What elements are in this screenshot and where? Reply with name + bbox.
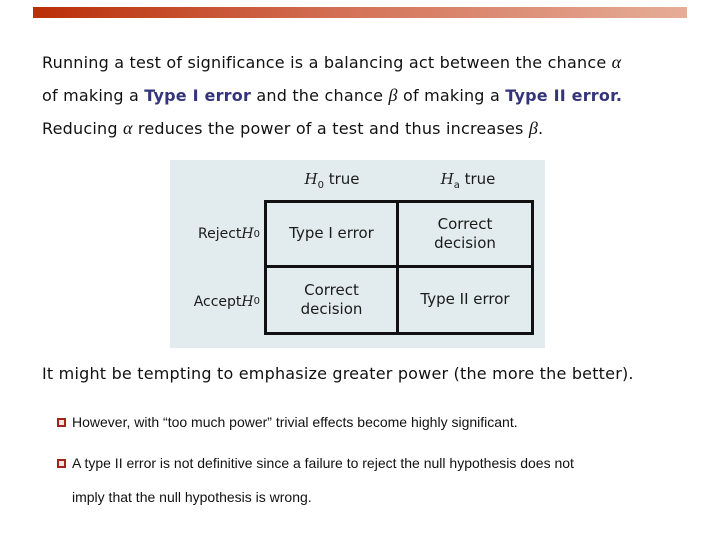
accent-bar bbox=[33, 7, 687, 18]
intro-line2-text-c: of making a bbox=[397, 86, 506, 105]
h0-symbol: H bbox=[241, 293, 254, 310]
beta-symbol: β bbox=[528, 118, 539, 138]
intro-line2-text-b: and the chance bbox=[251, 86, 389, 105]
bullet-text: A type II error is not definitive since … bbox=[72, 455, 574, 505]
bullet-item: A type II error is not definitive since … bbox=[57, 446, 577, 514]
decision-grid: Type I error Correct decision Correct de… bbox=[264, 200, 534, 335]
square-bullet-icon bbox=[57, 459, 66, 468]
beta-symbol: β bbox=[388, 85, 398, 105]
intro-line3-text-a: Reducing bbox=[42, 119, 123, 138]
ha-subscript: a bbox=[453, 180, 460, 191]
h0-subscript: 0 bbox=[253, 296, 260, 307]
bullet-list: However, with “too much power” trivial e… bbox=[57, 405, 657, 521]
alpha-symbol: α bbox=[122, 118, 133, 138]
square-bullet-icon bbox=[57, 418, 66, 427]
cell-correct-decision-top: Correct decision bbox=[399, 203, 531, 268]
alpha-symbol: α bbox=[611, 52, 622, 72]
intro-line1-text: Running a test of significance is a bala… bbox=[42, 53, 612, 72]
intro-paragraph: Running a test of significance is a bala… bbox=[42, 46, 712, 145]
type-1-error-emphasis: Type I error bbox=[144, 86, 252, 105]
column-header-ha-true: Ha true bbox=[400, 170, 536, 191]
lead-sentence: It might be tempting to emphasize greate… bbox=[42, 364, 634, 383]
type-2-error-emphasis: Type II error. bbox=[505, 86, 623, 105]
intro-line-3: Reducing α reduces the power of a test a… bbox=[42, 112, 712, 145]
intro-line-1: Running a test of significance is a bala… bbox=[42, 46, 712, 79]
h0-subscript: 0 bbox=[317, 180, 324, 191]
intro-line3-text-b: reduces the power of a test and thus inc… bbox=[132, 119, 529, 138]
h0-symbol: H bbox=[304, 170, 318, 188]
ha-symbol: H bbox=[440, 170, 454, 188]
bullet-text: However, with “too much power” trivial e… bbox=[72, 414, 518, 430]
column-header-suffix: true bbox=[323, 170, 360, 188]
bullet-item: However, with “too much power” trivial e… bbox=[57, 405, 577, 439]
column-header-h0-true: H0 true bbox=[264, 170, 400, 191]
cell-type-2-error: Type II error bbox=[420, 290, 510, 309]
intro-line2-text-a: of making a bbox=[42, 86, 145, 105]
column-header-suffix: true bbox=[459, 170, 496, 188]
h0-subscript: 0 bbox=[253, 228, 260, 240]
cell-correct-decision-bottom: Correct decision bbox=[267, 267, 399, 332]
cell-type-1-error: Type I error bbox=[267, 203, 399, 268]
row-header-prefix: Reject bbox=[198, 226, 242, 242]
intro-line3-period: . bbox=[538, 119, 544, 138]
row-header-prefix: Accept bbox=[193, 293, 242, 310]
intro-line-2: of making a Type I error and the chance … bbox=[42, 79, 712, 112]
h0-symbol: H bbox=[241, 226, 254, 242]
